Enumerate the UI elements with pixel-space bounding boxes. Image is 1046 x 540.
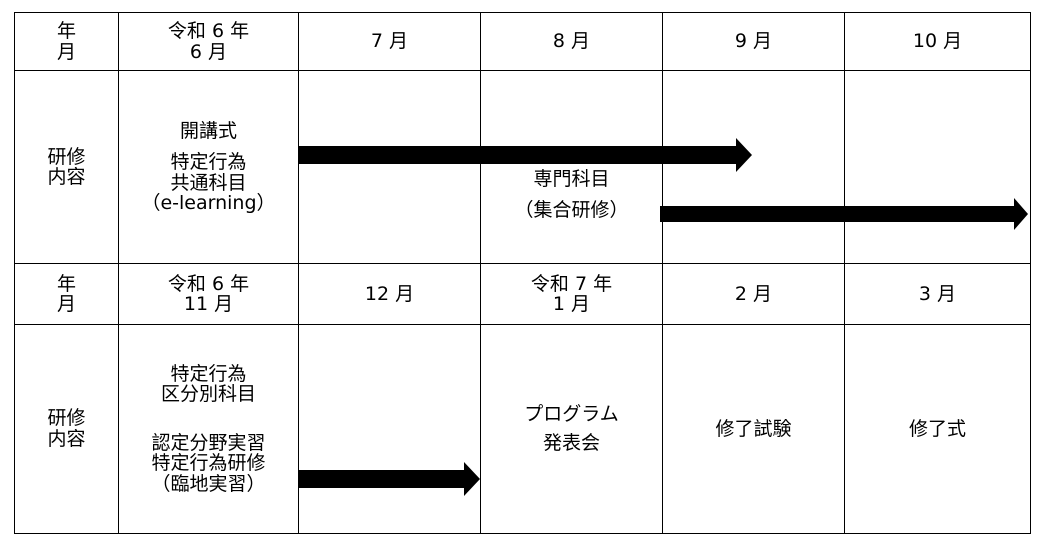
training-content-row-2: 研修 内容 特定行為 区分別科目 認定分野実習 特定行為研修 （臨地実習） プロ…: [14, 323, 1031, 535]
month-cell-june: 令和 6 年 6 月: [118, 11, 299, 72]
common-subjects-line-3: （e-learning）: [141, 192, 276, 215]
month-cell-november: 令和 6 年 11 月: [118, 263, 299, 325]
completion-exam-text: 修了試験: [715, 417, 792, 440]
content-cell-february: 修了試験: [662, 323, 845, 535]
group-training-text: （集合研修）: [514, 198, 629, 221]
year-month-row-1: 年 月 令和 6 年 6 月 7 月 8 月 9 月 10 月: [14, 11, 1031, 72]
year-month-label: 年 月: [14, 263, 119, 325]
content-cell-july: [298, 70, 481, 265]
opening-ceremony-text: 開講式: [179, 119, 237, 142]
program-presentation-line-1: プログラム: [524, 403, 619, 426]
year-month-label: 年 月: [14, 11, 119, 72]
category-subjects-line-2: 区分別科目: [160, 383, 256, 406]
common-subjects-line-2: 共通科目: [170, 171, 247, 194]
content-cell-december: [298, 323, 481, 535]
content-cell-september: [662, 70, 845, 265]
month-cell-march: 3 月: [844, 263, 1031, 325]
year-month-row-2: 年 月 令和 6 年 11 月 12 月 令和 7 年 1 月 2 月 3 月: [14, 263, 1031, 325]
content-cell-november: 特定行為 区分別科目 認定分野実習 特定行為研修 （臨地実習）: [118, 323, 299, 535]
practice-line-3: （臨地実習）: [151, 472, 266, 495]
practice-line-1: 認定分野実習: [151, 431, 266, 454]
month-cell-october: 10 月: [844, 11, 1031, 72]
content-cell-march: 修了式: [844, 323, 1031, 535]
completion-ceremony-text: 修了式: [908, 417, 966, 440]
month-cell-september: 9 月: [662, 11, 845, 72]
content-cell-october: [844, 70, 1031, 265]
training-content-row-1: 研修 内容 開講式 特定行為 共通科目 （e-learning） 専門科目 （集…: [14, 70, 1031, 265]
month-cell-july: 7 月: [298, 11, 481, 72]
month-cell-january: 令和 7 年 1 月: [480, 263, 663, 325]
month-cell-december: 12 月: [298, 263, 481, 325]
month-cell-august: 8 月: [480, 11, 663, 72]
category-subjects-line-1: 特定行為: [170, 362, 247, 385]
training-content-label: 研修 内容: [14, 323, 119, 535]
training-content-label: 研修 内容: [14, 70, 119, 265]
month-cell-february: 2 月: [662, 263, 845, 325]
program-presentation-line-2: 発表会: [542, 431, 600, 454]
content-cell-august: 専門科目 （集合研修）: [480, 70, 663, 265]
content-cell-january: プログラム 発表会: [480, 323, 663, 535]
training-schedule-table: 年 月 令和 6 年 6 月 7 月 8 月 9 月 10 月 研修 内容 開講…: [14, 11, 1031, 535]
common-subjects-line-1: 特定行為: [170, 151, 247, 174]
content-cell-june: 開講式 特定行為 共通科目 （e-learning）: [118, 70, 299, 265]
practice-line-2: 特定行為研修: [151, 452, 266, 475]
specialty-subjects-text: 専門科目: [533, 168, 610, 191]
